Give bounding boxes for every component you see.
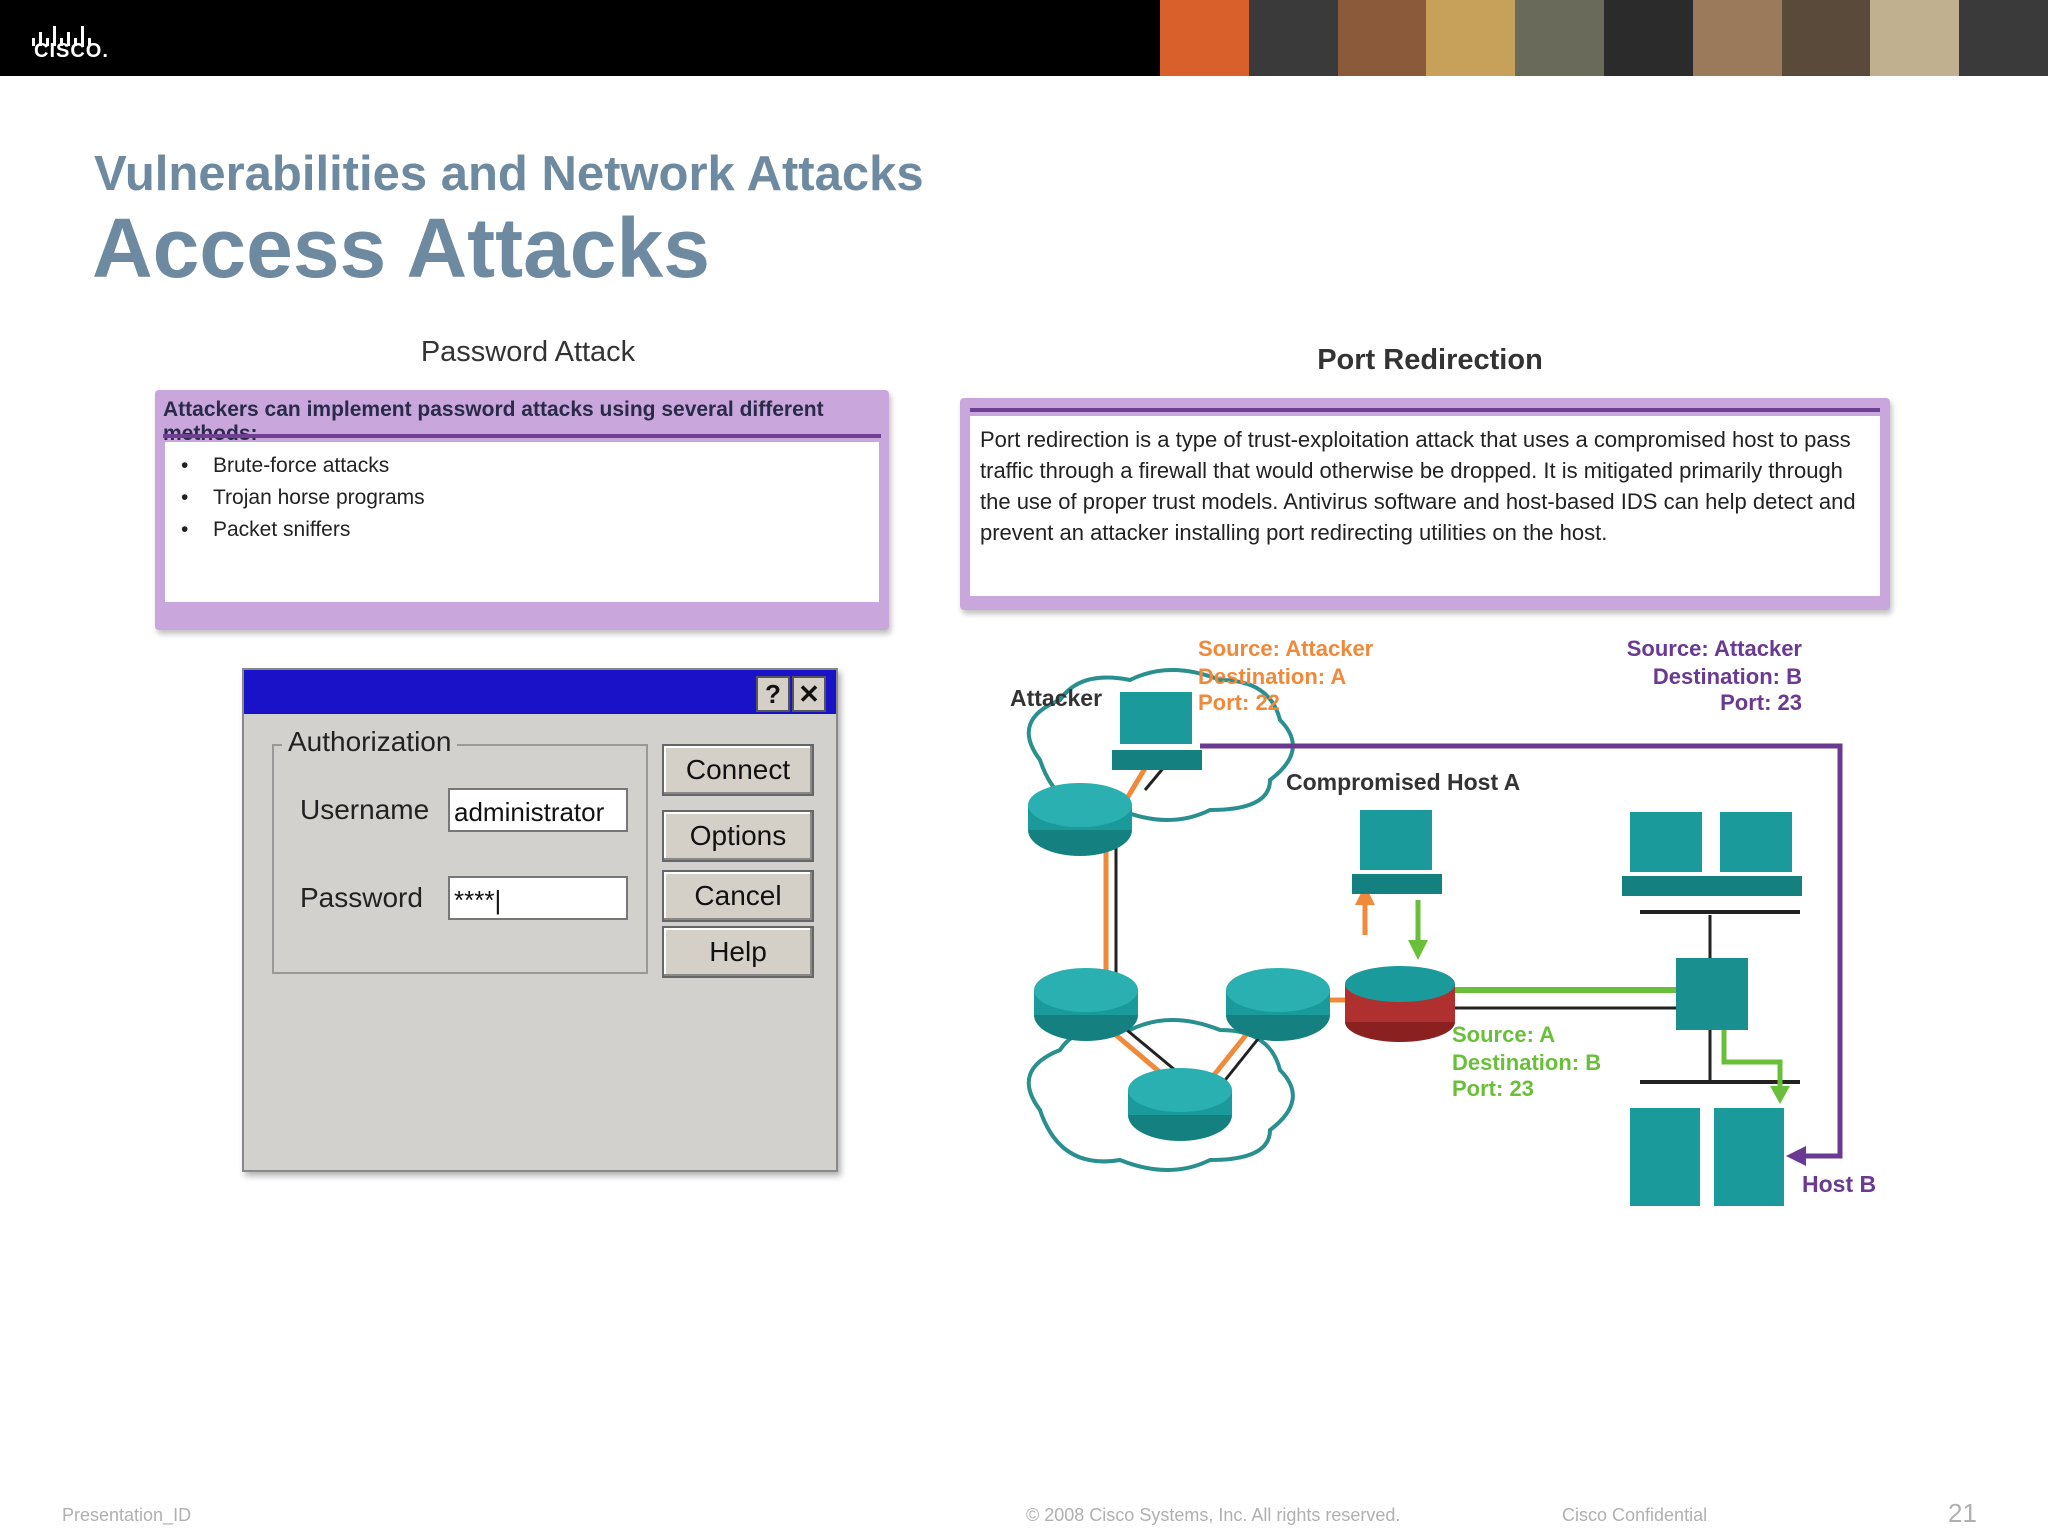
password-label: Password	[300, 882, 423, 913]
footer-presentation-id: Presentation_ID	[62, 1505, 192, 1525]
password-attack-box: Attackers can implement password attacks…	[155, 390, 889, 630]
header-photo	[1959, 0, 2048, 76]
list-item: Trojan horse programs	[181, 482, 879, 514]
flow2-source: Source: Attacker	[1627, 636, 1803, 661]
footer-confidential: Cisco Confidential	[1562, 1505, 1708, 1525]
dialog-help-icon[interactable]: ?	[756, 676, 790, 712]
flow3-source: Source: A	[1452, 1022, 1555, 1047]
cisco-logo-text: CISCO.	[34, 40, 109, 62]
cloud-top-icon	[1026, 668, 1295, 822]
port-redirection-text: Port redirection is a type of trust-expl…	[980, 427, 1856, 545]
header-bar: CISCO.	[0, 0, 2048, 76]
header-photo	[1870, 0, 1960, 76]
port-redirection-text-area: Port redirection is a type of trust-expl…	[970, 416, 1880, 596]
computer-icon	[1712, 812, 1802, 896]
header-photo	[1781, 0, 1871, 76]
header-photo	[1426, 0, 1516, 76]
connect-button[interactable]: Connect	[662, 744, 814, 796]
username-field[interactable]: administrator	[448, 788, 628, 832]
password-attack-title: Password Attack	[420, 336, 636, 368]
footer-copyright: © 2008 Cisco Systems, Inc. All rights re…	[1026, 1505, 1401, 1525]
authorization-dialog: ? ✕ Authorization Username administrator…	[242, 668, 838, 1172]
dialog-titlebar	[244, 670, 836, 714]
flow3-port: Port: 23	[1452, 1076, 1534, 1101]
attacker-label: Attacker	[1010, 685, 1102, 711]
slide-title: Access Attacks	[92, 201, 710, 295]
router-icon	[1028, 783, 1132, 856]
password-field[interactable]: ****|	[448, 876, 628, 920]
page-number: 21	[1948, 1498, 1977, 1528]
flow2-destination: Destination: B	[1653, 664, 1802, 689]
server-icon	[1630, 1108, 1700, 1206]
header-photo	[1160, 0, 1249, 76]
header-photo-strip	[1160, 0, 2048, 76]
group-label: Authorization	[282, 726, 458, 758]
divider	[970, 408, 1880, 412]
router-icon	[1034, 968, 1138, 1041]
username-label: Username	[300, 794, 430, 825]
cancel-button[interactable]: Cancel	[662, 870, 814, 922]
flow3-destination: Destination: B	[1452, 1050, 1601, 1075]
port-redirection-box: Port redirection is a type of trust-expl…	[960, 398, 1890, 610]
header-photo	[1337, 0, 1427, 76]
list-item: Packet sniffers	[181, 514, 879, 546]
header-photo	[1248, 0, 1338, 76]
header-photo	[1515, 0, 1604, 76]
slide-subtitle: Vulnerabilities and Network Attacks	[94, 147, 924, 201]
authorization-group	[272, 744, 648, 974]
header-photo	[1603, 0, 1693, 76]
switch-icon	[1676, 958, 1748, 1030]
password-attack-heading: Attackers can implement password attacks…	[163, 398, 824, 445]
port-redirection-title: Port Redirection	[1317, 344, 1543, 376]
help-button[interactable]: Help	[662, 926, 814, 978]
list-item: Brute-force attacks	[181, 450, 879, 482]
router-icon	[1128, 1068, 1232, 1141]
dialog-close-icon[interactable]: ✕	[792, 676, 826, 712]
attack-methods-list: Brute-force attacks Trojan horse program…	[165, 442, 879, 546]
cisco-logo-icon	[32, 26, 91, 46]
flow2-port: Port: 23	[1720, 690, 1802, 715]
computer-icon	[1622, 812, 1712, 896]
header-photo	[1692, 0, 1782, 76]
host-b-label: Host B	[1802, 1171, 1876, 1197]
host-b-server-icon	[1714, 1108, 1784, 1206]
compromised-host-computer-icon	[1352, 810, 1442, 894]
password-attack-list-area: Brute-force attacks Trojan horse program…	[165, 442, 879, 602]
divider	[163, 434, 881, 438]
options-button[interactable]: Options	[662, 810, 814, 862]
flow1-destination: Destination: A	[1198, 664, 1346, 689]
flow1-source: Source: Attacker	[1198, 636, 1374, 661]
firewall-icon	[1345, 966, 1455, 1042]
attacker-computer-icon	[1112, 692, 1202, 770]
router-icon	[1226, 968, 1330, 1041]
flow1-port: Port: 22	[1198, 690, 1280, 715]
compromised-host-label: Compromised Host A	[1286, 769, 1520, 795]
